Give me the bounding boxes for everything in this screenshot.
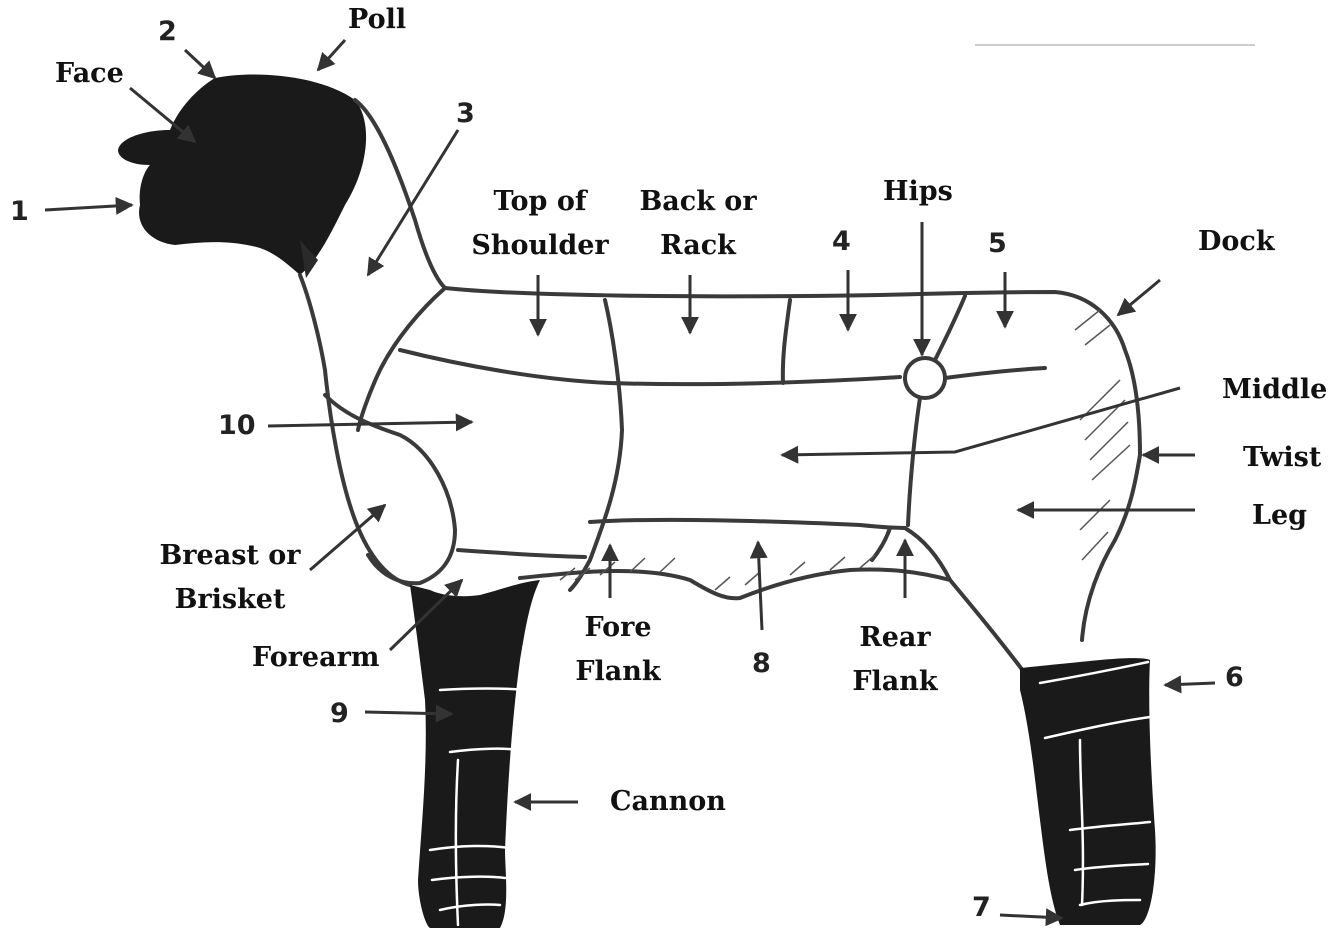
- number-7: 7: [972, 894, 991, 921]
- label-breast-line2: Brisket: [159, 578, 300, 622]
- number-9: 9: [330, 700, 349, 727]
- label-fore-flank: Fore Flank: [575, 606, 660, 694]
- head-shape: [118, 74, 366, 275]
- label-fore-flank-line1: Fore: [575, 606, 660, 650]
- label-middle: Middle: [1222, 376, 1327, 403]
- number-3: 3: [456, 100, 475, 127]
- number-8: 8: [752, 650, 771, 677]
- number-1: 1: [10, 198, 29, 225]
- label-top-of-shoulder: Top of Shoulder: [471, 180, 608, 268]
- number-10: 10: [218, 412, 256, 439]
- body-outline: [355, 100, 1140, 540]
- rear-leg: [1020, 658, 1156, 925]
- label-rear-flank: Rear Flank: [852, 616, 937, 704]
- label-rear-flank-line2: Flank: [852, 660, 937, 704]
- label-dock: Dock: [1198, 228, 1275, 255]
- label-hips: Hips: [883, 178, 953, 205]
- number-2: 2: [158, 18, 177, 45]
- label-forearm: Forearm: [252, 644, 379, 671]
- label-top-of-shoulder-line2: Shoulder: [471, 224, 608, 268]
- label-fore-flank-line2: Flank: [575, 650, 660, 694]
- number-5: 5: [988, 230, 1007, 257]
- label-breast-line1: Breast or: [159, 534, 300, 578]
- label-back-or-rack-line2: Rack: [639, 224, 756, 268]
- label-back-or-rack-line1: Back or: [639, 180, 756, 224]
- label-breast-or-brisket: Breast or Brisket: [159, 534, 300, 622]
- label-twist: Twist: [1243, 444, 1321, 471]
- number-4: 4: [832, 228, 851, 255]
- label-face: Face: [55, 60, 124, 87]
- label-rear-flank-line1: Rear: [852, 616, 937, 660]
- label-poll: Poll: [348, 6, 406, 33]
- label-cannon: Cannon: [610, 788, 726, 815]
- label-leg: Leg: [1252, 502, 1307, 529]
- label-top-of-shoulder-line1: Top of: [471, 180, 608, 224]
- number-6: 6: [1225, 664, 1244, 691]
- label-back-or-rack: Back or Rack: [639, 180, 756, 268]
